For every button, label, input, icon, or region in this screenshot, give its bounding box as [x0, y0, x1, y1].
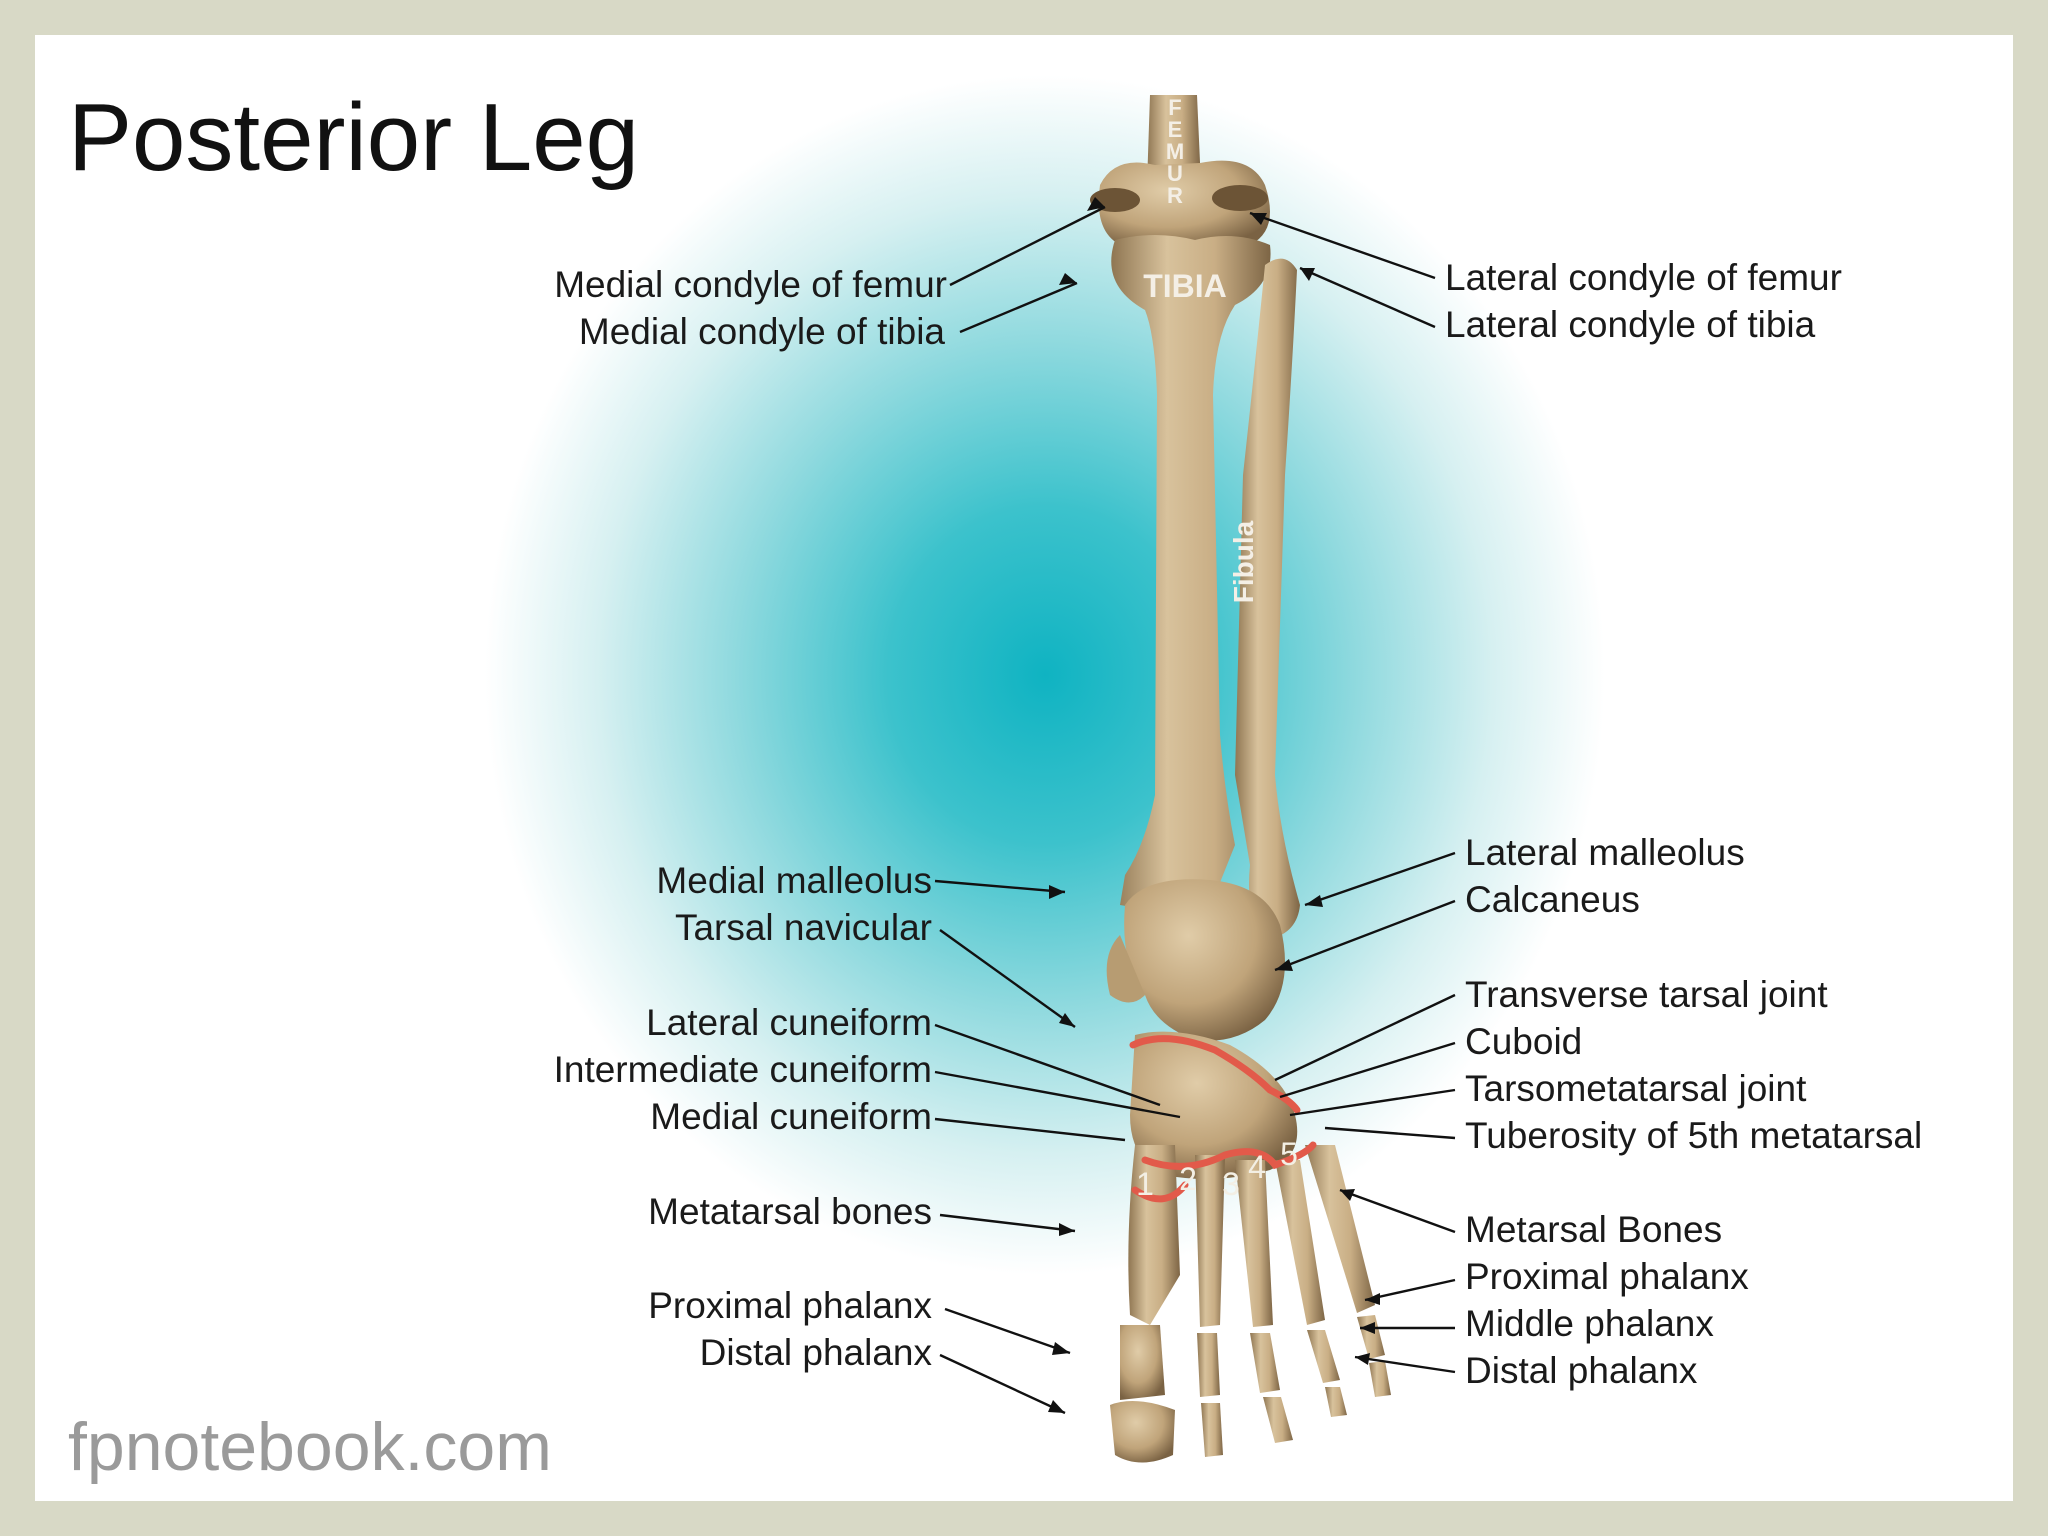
- label-medial-condyle-tibia: Medial condyle of tibia: [579, 311, 946, 352]
- label-tarsal-navicular: Tarsal navicular: [675, 907, 932, 948]
- fibula-label: Fibula: [1228, 520, 1259, 603]
- label-metarsal-bones: Metarsal Bones: [1465, 1209, 1722, 1250]
- right-labels: Lateral condyle of femur Lateral condyle…: [1445, 257, 1922, 1391]
- femur-letter: E: [1168, 117, 1183, 142]
- metatarsal-number: 1: [1136, 1166, 1154, 1202]
- label-tarsometatarsal-joint: Tarsometatarsal joint: [1465, 1068, 1807, 1109]
- label-proximal-phalanx-right: Proximal phalanx: [1465, 1256, 1749, 1297]
- metatarsal-number: 5: [1280, 1136, 1298, 1172]
- label-cuboid: Cuboid: [1465, 1021, 1582, 1062]
- label-intermediate-cuneiform: Intermediate cuneiform: [554, 1049, 932, 1090]
- left-labels: Medial condyle of femur Medial condyle o…: [554, 264, 947, 1373]
- tibia: [1111, 235, 1271, 909]
- talus-calcaneus: [1106, 879, 1285, 1041]
- label-distal-phalanx-right: Distal phalanx: [1465, 1350, 1698, 1391]
- metatarsals: [1128, 1145, 1375, 1327]
- label-lateral-condyle-femur: Lateral condyle of femur: [1445, 257, 1842, 298]
- femur-letter: R: [1167, 183, 1183, 208]
- label-metatarsal-bones: Metatarsal bones: [648, 1191, 932, 1232]
- fibula: [1235, 258, 1300, 940]
- label-lateral-malleolus: Lateral malleolus: [1465, 832, 1745, 873]
- tibia-label: TIBIA: [1143, 268, 1227, 304]
- diagram-frame: Posterior Leg: [35, 35, 2013, 1501]
- metatarsal-number: 4: [1248, 1149, 1266, 1185]
- label-proximal-phalanx-left: Proximal phalanx: [648, 1285, 932, 1326]
- metatarsal-number: 2: [1179, 1161, 1197, 1197]
- label-lateral-condyle-tibia: Lateral condyle of tibia: [1445, 304, 1816, 345]
- femur-vertical-label: F E M U R: [1166, 95, 1184, 208]
- femur-shaft: [1147, 95, 1201, 185]
- leg-skeleton-diagram: Posterior Leg: [68, 84, 1922, 1485]
- label-tuberosity-5th-metatarsal: Tuberosity of 5th metatarsal: [1465, 1115, 1922, 1156]
- joint-highlights: [1129, 1035, 1317, 1203]
- metatarsal-numbers: 1 2 3 4 5: [1136, 1136, 1298, 1202]
- arrowheads: [1048, 197, 1380, 1413]
- femur-letter: F: [1168, 95, 1181, 120]
- label-medial-condyle-femur: Medial condyle of femur: [554, 264, 947, 305]
- label-transverse-tarsal-joint: Transverse tarsal joint: [1465, 974, 1828, 1015]
- label-middle-phalanx: Middle phalanx: [1465, 1303, 1714, 1344]
- page-title: Posterior Leg: [68, 84, 639, 191]
- watermark: fpnotebook.com: [68, 1409, 552, 1485]
- label-distal-phalanx-left: Distal phalanx: [700, 1332, 933, 1373]
- phalanges: [1110, 1315, 1391, 1463]
- leader-lines: [934, 205, 1456, 1415]
- femur-letter: U: [1167, 161, 1183, 186]
- label-medial-malleolus: Medial malleolus: [656, 860, 932, 901]
- label-lateral-cuneiform: Lateral cuneiform: [646, 1002, 932, 1043]
- metatarsal-number: 3: [1222, 1166, 1240, 1202]
- label-medial-cuneiform: Medial cuneiform: [650, 1096, 932, 1137]
- midfoot-bones: [1130, 1031, 1298, 1179]
- label-calcaneus: Calcaneus: [1465, 879, 1640, 920]
- femur-letter: M: [1166, 139, 1184, 164]
